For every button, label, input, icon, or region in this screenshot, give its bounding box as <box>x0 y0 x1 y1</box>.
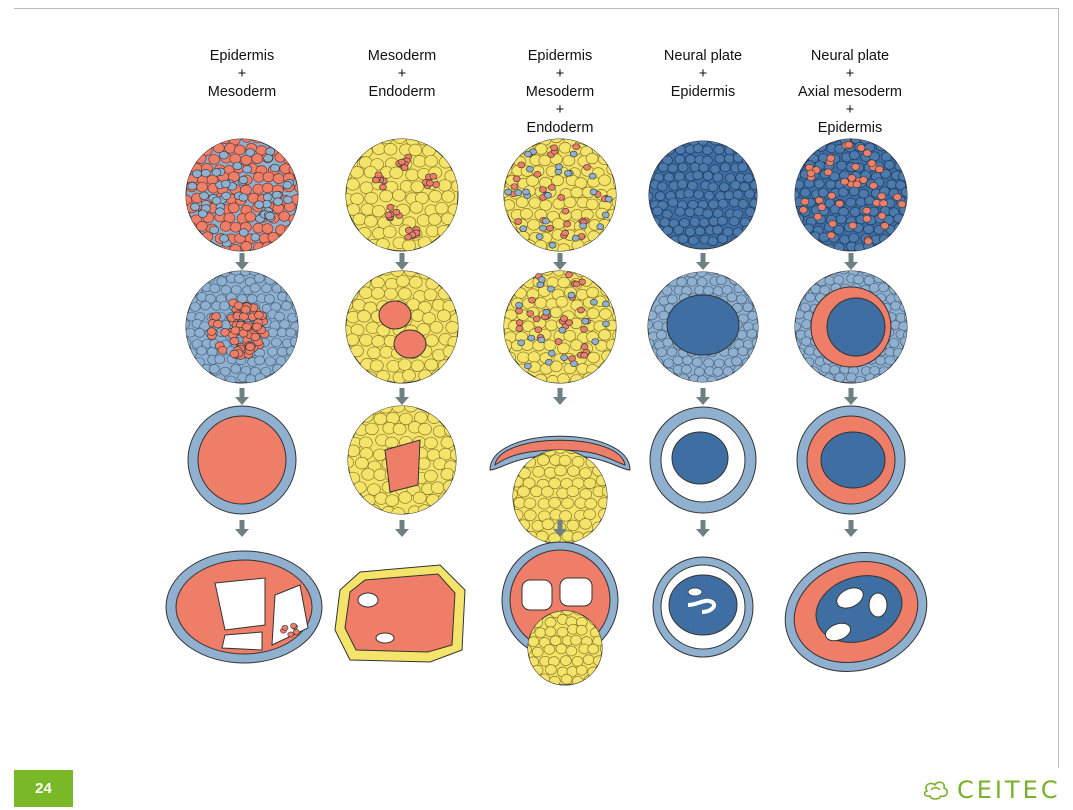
aggregate-2-stage-4 <box>335 565 465 662</box>
aggregate-3-stage-2 <box>485 264 637 387</box>
brand-name: CEITEC <box>957 776 1061 804</box>
page-number-badge: 24 <box>14 770 73 807</box>
down-arrow-icon <box>844 253 858 270</box>
down-arrow-icon <box>395 520 409 537</box>
aggregate-4-stage-4 <box>653 557 753 657</box>
ceitec-logo: CEITEC <box>921 773 1061 807</box>
down-arrow-icon <box>395 253 409 270</box>
aggregate-4-stage-2 <box>631 266 769 386</box>
aggregate-1-stage-4 <box>166 551 322 663</box>
down-arrow-icon <box>696 253 710 270</box>
aggregate-1-stage-1 <box>168 132 320 254</box>
aggregate-1-stage-2 <box>170 265 317 385</box>
aggregate-5-stage-3 <box>797 406 905 514</box>
aggregate-3-stage-1 <box>484 132 638 255</box>
aggregate-2-stage-1 <box>324 131 477 252</box>
down-arrow-icon <box>696 520 710 537</box>
aggregate-5-stage-1 <box>778 133 926 253</box>
down-arrow-icon <box>844 388 858 405</box>
aggregate-5-stage-4 <box>770 535 943 690</box>
ceitec-logo-icon <box>921 779 951 801</box>
aggregate-4-stage-3 <box>650 407 756 513</box>
down-arrow-icon <box>395 388 409 405</box>
aggregate-2-stage-2 <box>324 263 475 383</box>
down-arrow-icon <box>696 388 710 405</box>
aggregate-3-stage-4 <box>502 542 618 686</box>
down-arrow-icon <box>553 388 567 405</box>
down-arrow-icon <box>553 253 567 270</box>
aggregate-2-stage-3 <box>328 398 480 519</box>
down-arrow-icon <box>235 253 249 270</box>
down-arrow-icon <box>844 520 858 537</box>
aggregate-4-stage-1 <box>632 135 770 249</box>
aggregate-1-stage-3 <box>188 406 296 514</box>
down-arrow-icon <box>235 520 249 537</box>
down-arrow-icon <box>235 388 249 405</box>
aggregate-5-stage-2 <box>778 265 926 385</box>
